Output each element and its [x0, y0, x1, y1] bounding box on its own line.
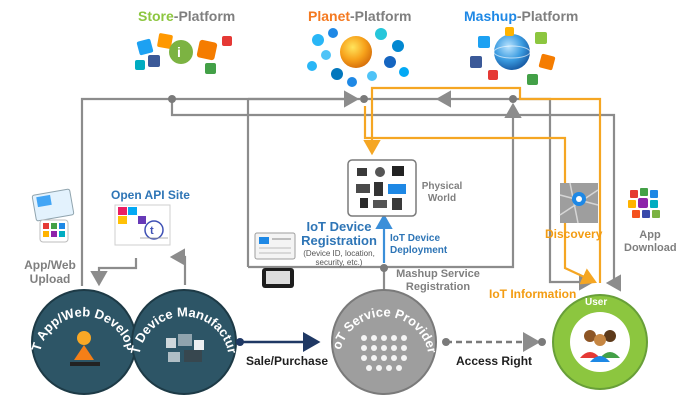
line-store-to-user: [170, 99, 622, 292]
mashup-registration-line2: Registration: [405, 281, 471, 293]
store-platform-highlight: Store: [138, 8, 174, 24]
iot-information-label: IoT Information: [489, 287, 577, 301]
access-right-label: Access Right: [456, 354, 533, 368]
deployment-line2: Deployment: [390, 245, 448, 256]
planet-platform-suffix: -Platform: [350, 8, 412, 24]
mashup-platform-highlight: Mashup: [464, 8, 517, 24]
registration-line2: Registration: [301, 233, 377, 248]
iot-device-registration-label: IoT Device Registration (Device ID, loca…: [296, 219, 382, 268]
store-platform-title: Store-Platform: [138, 8, 235, 24]
physical-world-line2: World: [427, 193, 457, 204]
physical-world-label: Physical World: [419, 181, 465, 205]
app-download-line2: Download: [624, 242, 677, 254]
store-platform-suffix: -Platform: [173, 8, 236, 24]
user-actor: [552, 294, 648, 390]
line-manufacturer-to-openapi: [169, 248, 187, 285]
registration-line1: IoT Device: [306, 219, 372, 234]
planet-platform-title: Planet-Platform: [308, 8, 411, 24]
deployment-line1: IoT Device: [390, 233, 441, 244]
registration-sub1: (Device ID, location,: [303, 249, 375, 258]
svg-text:t: t: [150, 225, 154, 237]
line-upload-to-store: [80, 97, 172, 286]
gray-connectors: [80, 90, 622, 292]
app-web-upload-line1: App/Web: [24, 258, 76, 272]
line-provider-to-mashup: [384, 102, 522, 269]
user-label: User: [585, 297, 608, 308]
iot-device-deployment-label: IoT Device Deployment: [390, 233, 447, 257]
planet-platform-highlight: Planet: [308, 8, 351, 24]
line-openapi-to-developer: [90, 258, 138, 287]
sale-purchase-arrow: [236, 332, 321, 352]
junction-dots: [168, 95, 517, 272]
orange-connectors: [363, 86, 602, 285]
mashup-service-registration-label: Mashup Service Registration: [388, 268, 488, 294]
registration-card-icon: [254, 232, 296, 288]
physical-world-line1: Physical: [421, 181, 463, 192]
app-web-upload-label: App/Web Upload: [20, 258, 80, 286]
planet-platform-icons: [307, 28, 409, 87]
store-platform-icons: i: [135, 33, 232, 74]
app-download-label: App Download: [624, 229, 677, 255]
open-api-site-label: Open API Site: [111, 188, 190, 202]
line-iot-information-top: [363, 86, 602, 283]
open-api-site-icon: t: [114, 204, 171, 246]
mashup-platform-icons: [470, 27, 556, 85]
discovery-map-icon: [559, 182, 599, 224]
app-download-icon: [628, 188, 660, 218]
app-download-line1: App: [639, 229, 661, 241]
line-iot-information-left: [363, 106, 597, 285]
sale-purchase-label: Sale/Purchase: [246, 354, 329, 368]
mashup-platform-title: Mashup-Platform: [464, 8, 578, 24]
registration-sub2: security, etc.): [315, 258, 363, 267]
mashup-platform-suffix: -Platform: [516, 8, 579, 24]
access-right-arrow: [442, 332, 546, 352]
mashup-registration-line1: Mashup Service: [396, 268, 480, 280]
app-web-upload-line2: Upload: [29, 272, 71, 286]
physical-world-box: [347, 159, 417, 217]
discovery-label: Discovery: [545, 227, 603, 241]
svg-text:i: i: [177, 44, 181, 60]
app-web-upload-icon: [31, 188, 75, 243]
